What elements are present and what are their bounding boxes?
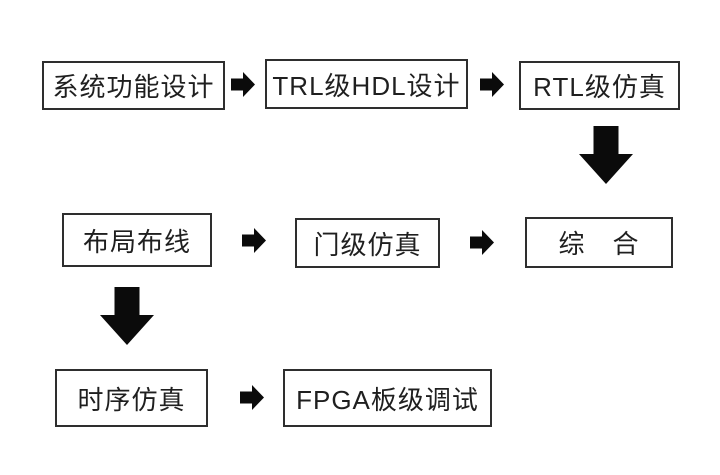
flow-node-synthesis: 综 合 bbox=[525, 217, 673, 268]
flow-node-place-and-route: 布局布线 bbox=[62, 213, 212, 267]
arrow-right-icon bbox=[231, 71, 255, 98]
arrow-right-icon bbox=[470, 229, 494, 256]
flow-node-gate-level-simulation: 门级仿真 bbox=[295, 218, 440, 268]
flow-node-timing-simulation: 时序仿真 bbox=[55, 369, 208, 427]
arrow-right-icon bbox=[242, 227, 266, 254]
arrow-right-icon bbox=[240, 384, 264, 411]
arrow-right-icon bbox=[480, 71, 504, 98]
arrow-down-icon bbox=[100, 287, 154, 345]
flow-node-system-function-design: 系统功能设计 bbox=[42, 61, 225, 110]
flow-node-rtl-simulation: RTL级仿真 bbox=[519, 61, 680, 110]
flow-node-trl-hdl-design: TRL级HDL设计 bbox=[265, 59, 468, 109]
arrow-down-icon bbox=[579, 126, 633, 184]
flow-node-fpga-board-debug: FPGA板级调试 bbox=[283, 369, 492, 427]
